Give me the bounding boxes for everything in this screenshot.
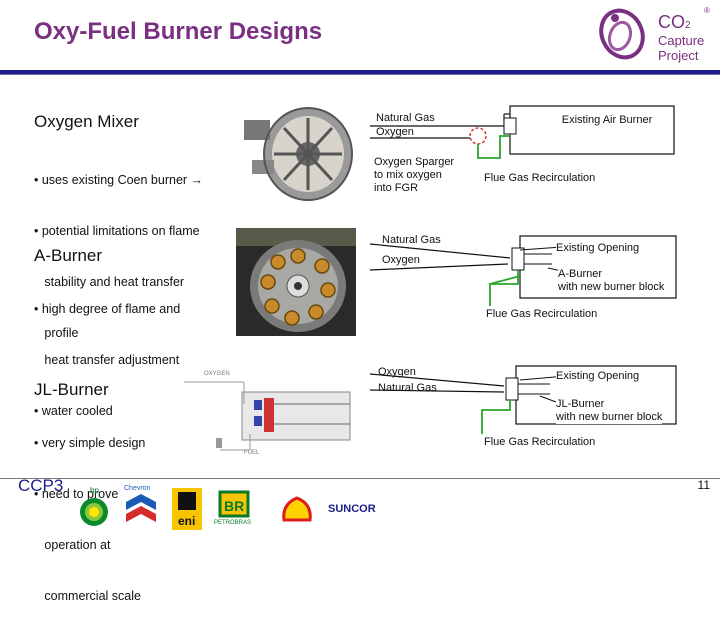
bullet: heat transfer adjustment xyxy=(34,353,180,367)
burner-line: A-Burner xyxy=(558,268,603,280)
eni-logo: eni xyxy=(172,488,202,530)
bullet: • high degree of flame and xyxy=(34,302,181,316)
label-flue-gas-recirculation: Flue Gas Recirculation xyxy=(484,436,596,448)
sketch-label-fuel: FUEL xyxy=(244,450,260,456)
label-existing-air-burner: Existing Air Burner xyxy=(552,114,662,126)
chevron-logo: Chevron xyxy=(122,485,160,530)
chevron-text: Chevron xyxy=(124,485,151,492)
bullet: • water cooled xyxy=(34,404,113,418)
label-flue-gas-recirculation: Flue Gas Recirculation xyxy=(486,308,598,320)
sketch-label-oxygen: OXYGEN xyxy=(204,371,230,377)
slide-title: Oxy-Fuel Burner Designs xyxy=(34,18,323,45)
bullet: • potential limitations on flame xyxy=(34,224,200,238)
bullet: • need to prove xyxy=(34,487,119,501)
bullet: profile xyxy=(34,326,79,340)
label-natural-gas: Natural Gas xyxy=(378,382,437,394)
burner-line: with new burner block xyxy=(558,281,665,293)
sparger-line: into FGR xyxy=(374,182,419,194)
label-oxygen-sparger: Oxygen Sparger to mix oxygen into FGR xyxy=(374,156,454,195)
logo-co: CO xyxy=(658,12,685,32)
logo-reg: ® xyxy=(704,6,710,15)
bp-logo: bp xyxy=(78,486,110,530)
a-burner-photo xyxy=(236,228,356,336)
shell-logo xyxy=(280,494,314,526)
bullet-list-a-burner: • high degree of flame and heat transfer… xyxy=(34,267,180,437)
label-oxygen: Oxygen xyxy=(376,126,414,138)
ccp3-label: CCP3 xyxy=(18,476,64,495)
header-rule-thin xyxy=(0,74,720,75)
burner-line: JL-Burner xyxy=(556,398,605,410)
label-natural-gas: Natural Gas xyxy=(382,234,441,246)
oxygen-mixer-diagram: Natural Gas Oxygen Existing Air Burner O… xyxy=(370,98,710,208)
label-oxygen: Oxygen xyxy=(378,366,416,378)
section-title-oxygen-mixer: Oxygen Mixer xyxy=(34,112,139,131)
section-title-a-burner: A-Burner xyxy=(34,246,103,265)
page-number: 11 xyxy=(697,478,710,492)
bullet: stability and heat transfer xyxy=(34,275,185,289)
svg-text:BR: BR xyxy=(224,498,244,514)
bullet: • very simple design xyxy=(34,436,146,450)
label-jl-burner-block: JL-Burner with new burner block xyxy=(556,398,663,424)
logo-capture: Capture xyxy=(658,33,705,48)
bullet-list-oxygen-mixer: • uses existing Coen burner → • potentia… xyxy=(34,138,203,359)
label-natural-gas: Natural Gas xyxy=(376,112,435,124)
header-rule xyxy=(0,70,720,74)
label-a-burner-block: A-Burner with new burner block xyxy=(558,268,665,294)
coen-burner-photo xyxy=(238,98,358,204)
bp-text: bp xyxy=(90,486,99,495)
label-existing-opening: Existing Opening xyxy=(556,370,666,382)
petrobras-logo: BR PETROBRAS xyxy=(214,490,254,530)
co2-capture-project-logo: CO2 Capture Project ® xyxy=(594,4,714,66)
a-burner-diagram: Natural Gas Oxygen Existing Opening A-Bu… xyxy=(370,230,710,330)
sparger-line: to mix oxygen xyxy=(374,169,442,181)
jl-burner-sketch: OXYGEN FUEL xyxy=(180,364,360,464)
bullet: commercial scale xyxy=(34,589,141,603)
logo-sub: 2 xyxy=(685,20,691,31)
jl-burner-diagram: Oxygen Natural Gas Existing Opening JL-B… xyxy=(370,362,710,462)
bullet: • uses existing Coen burner → xyxy=(34,173,204,187)
label-existing-opening: Existing Opening xyxy=(556,242,666,254)
sparger-line: Oxygen Sparger xyxy=(374,156,455,168)
burner-line: with new burner block xyxy=(556,411,663,423)
footer-rule xyxy=(0,478,720,479)
logo-project: Project xyxy=(658,48,699,63)
suncor-text: SUNCOR xyxy=(328,503,376,515)
label-oxygen: Oxygen xyxy=(382,254,420,266)
eni-text: eni xyxy=(178,514,196,528)
suncor-logo: SUNCOR xyxy=(328,498,378,524)
petrobras-text: PETROBRAS xyxy=(214,520,252,526)
section-title-jl-burner: JL-Burner xyxy=(34,380,109,399)
label-flue-gas-recirculation: Flue Gas Recirculation xyxy=(484,172,596,184)
